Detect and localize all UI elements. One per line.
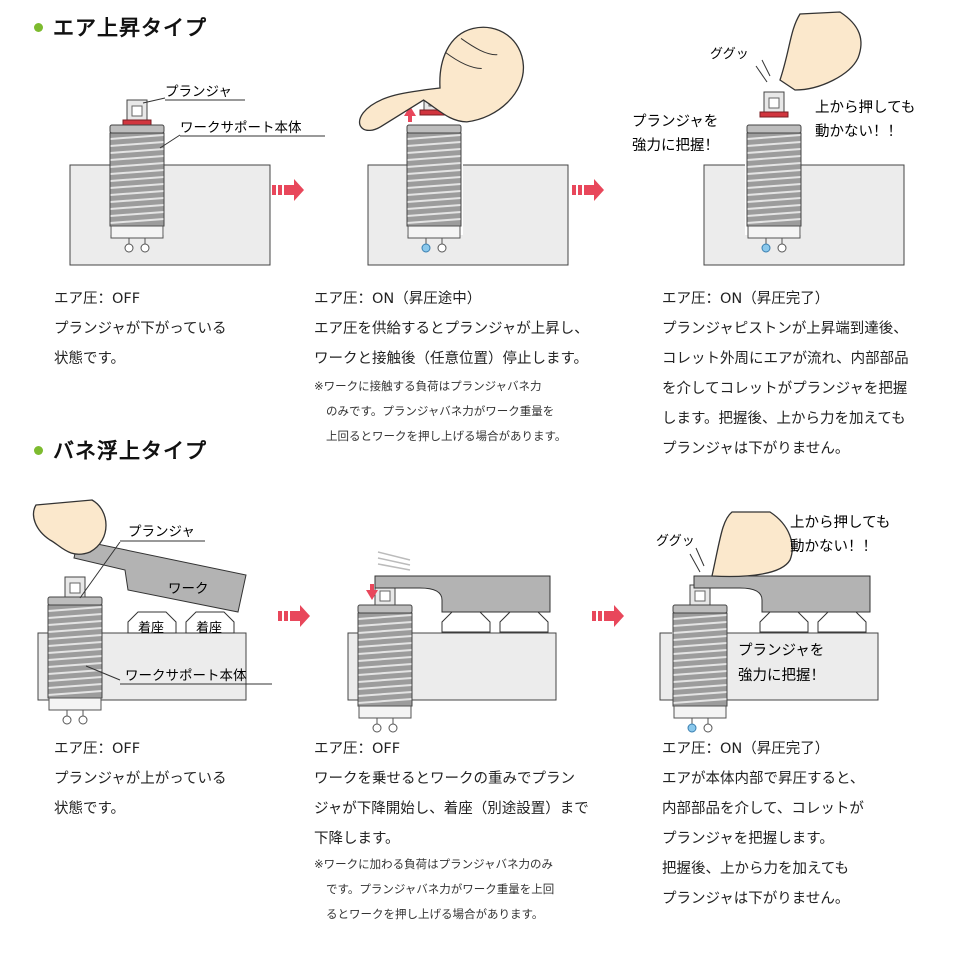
- green-dot-icon: [34, 445, 43, 455]
- label-nomove-1a: 上から押しても: [815, 99, 915, 116]
- air-step3-line: を介してコレットがプランジャを把握: [662, 381, 908, 397]
- spring-step1-state: エア圧：OFF: [54, 741, 141, 757]
- spring-step2-state: エア圧：OFF: [314, 741, 401, 757]
- spring-step3-line: 把握後、上から力を加えても: [662, 861, 850, 877]
- label-body-2: ワークサポート本体: [125, 668, 247, 684]
- spring-step3-line: プランジャを把握します。: [662, 831, 834, 847]
- label-grip-1b: 強力に把握！: [632, 137, 719, 154]
- label-body-1: ワークサポート本体: [180, 120, 302, 136]
- spring-step3-figure: [659, 511, 879, 732]
- flow-arrow-4: [592, 605, 624, 627]
- spring-step1-line: 状態です。: [54, 801, 126, 817]
- air-step2-desc: エア圧：ON（昇圧途中） エア圧を供給するとプランジャが上昇し、 ワークと接触後…: [314, 284, 589, 374]
- air-step1-state: エア圧：OFF: [54, 291, 141, 307]
- spring-step1-line: プランジャが上がっている: [54, 771, 227, 787]
- flow-arrow-3: [278, 605, 310, 627]
- spring-step2-line: ジャが下降開始し、着座（別途設置）まで: [314, 801, 589, 817]
- air-step2-state: エア圧：ON（昇圧途中）: [314, 291, 482, 307]
- air-step2-note-line: ※ワークに接触する負荷はプランジャバネ力: [314, 379, 542, 393]
- air-step3-line: します。把握後、上から力を加えても: [662, 411, 906, 427]
- label-nomove-2b: 動かない！！: [790, 538, 877, 555]
- label-plunger-2: プランジャ: [128, 524, 195, 540]
- spring-step2-line: 下降します。: [314, 831, 400, 847]
- section-title-air-text: エア上昇タイプ: [53, 16, 207, 40]
- air-step3-line: プランジャピストンが上昇端到達後、: [662, 321, 908, 337]
- spring-step3-desc: エア圧：ON（昇圧完了） エアが本体内部で昇圧すると、 内部部品を介して、コレッ…: [662, 734, 864, 914]
- air-step1-line: 状態です。: [54, 351, 126, 367]
- air-step2-line: エア圧を供給するとプランジャが上昇し、: [314, 321, 589, 337]
- air-step3-line: コレット外周にエアが流れ、内部部品: [662, 351, 909, 367]
- label-grip-2b: 強力に把握！: [738, 667, 825, 684]
- section-title-spring: バネ浮上タイプ: [34, 435, 207, 465]
- section-title-spring-text: バネ浮上タイプ: [53, 439, 207, 463]
- label-guggu-2: ググッ: [656, 534, 695, 549]
- label-seat-1: 着座: [138, 620, 164, 636]
- air-step2-line: ワークと接触後（任意位置）停止します。: [314, 351, 589, 367]
- spring-step1-desc: エア圧：OFF プランジャが上がっている 状態です。: [54, 734, 227, 824]
- spring-step2-note-line: るとワークを押し上げる場合があります。: [326, 907, 544, 921]
- spring-step2-figure: [347, 551, 557, 732]
- air-step2-note: ※ワークに接触する負荷はプランジャバネ力 のみです。プランジャバネ力がワーク重量…: [314, 374, 566, 449]
- section-title-air: エア上昇タイプ: [34, 12, 207, 42]
- air-step2-note-line: のみです。プランジャバネ力がワーク重量を: [326, 404, 555, 418]
- green-dot-icon: [34, 22, 43, 32]
- flow-arrow-2: [572, 179, 604, 201]
- spring-step2-note-line: です。プランジャバネ力がワーク重量を上回: [326, 882, 555, 896]
- air-step2-figure: [342, 13, 569, 266]
- air-step3-line: プランジャは下がりません。: [662, 441, 850, 457]
- label-grip-1a: プランジャを: [632, 113, 718, 130]
- label-nomove-1b: 動かない！！: [815, 123, 902, 140]
- spring-step2-note: ※ワークに加わる負荷はプランジャバネ力のみ です。プランジャバネ力がワーク重量を…: [314, 852, 554, 927]
- spring-step2-note-line: ※ワークに加わる負荷はプランジャバネ力のみ: [314, 857, 554, 871]
- label-nomove-2a: 上から押しても: [790, 514, 890, 531]
- flow-arrow-1: [272, 179, 304, 201]
- spring-step3-line: 内部部品を介して、コレットが: [662, 801, 864, 817]
- label-plunger-1: プランジャ: [165, 84, 232, 100]
- air-step3-desc: エア圧：ON（昇圧完了） プランジャピストンが上昇端到達後、 コレット外周にエア…: [662, 284, 909, 464]
- air-step1-figure: [69, 97, 271, 266]
- label-grip-2a: プランジャを: [738, 642, 824, 659]
- label-seat-2: 着座: [196, 620, 222, 636]
- air-step1-desc: エア圧：OFF プランジャが下がっている 状態です。: [54, 284, 227, 374]
- air-step3-state: エア圧：ON（昇圧完了）: [662, 291, 830, 307]
- air-step2-note-line: 上回るとワークを押し上げる場合があります。: [326, 429, 567, 443]
- spring-step1-figure: [32, 499, 247, 724]
- spring-step2-line: ワークを乗せるとワークの重みでプラン: [314, 771, 575, 787]
- spring-step3-line: エアが本体内部で昇圧すると、: [662, 771, 865, 787]
- label-work-1: ワーク: [168, 581, 209, 597]
- spring-step3-line: プランジャは下がりません。: [662, 891, 850, 907]
- label-guggu-1: ググッ: [710, 47, 749, 62]
- air-step1-line: プランジャが下がっている: [54, 321, 227, 337]
- spring-step2-desc: エア圧：OFF ワークを乗せるとワークの重みでプラン ジャが下降開始し、着座（別…: [314, 734, 589, 854]
- air-step3-figure: [703, 11, 905, 266]
- spring-step3-state: エア圧：ON（昇圧完了）: [662, 741, 830, 757]
